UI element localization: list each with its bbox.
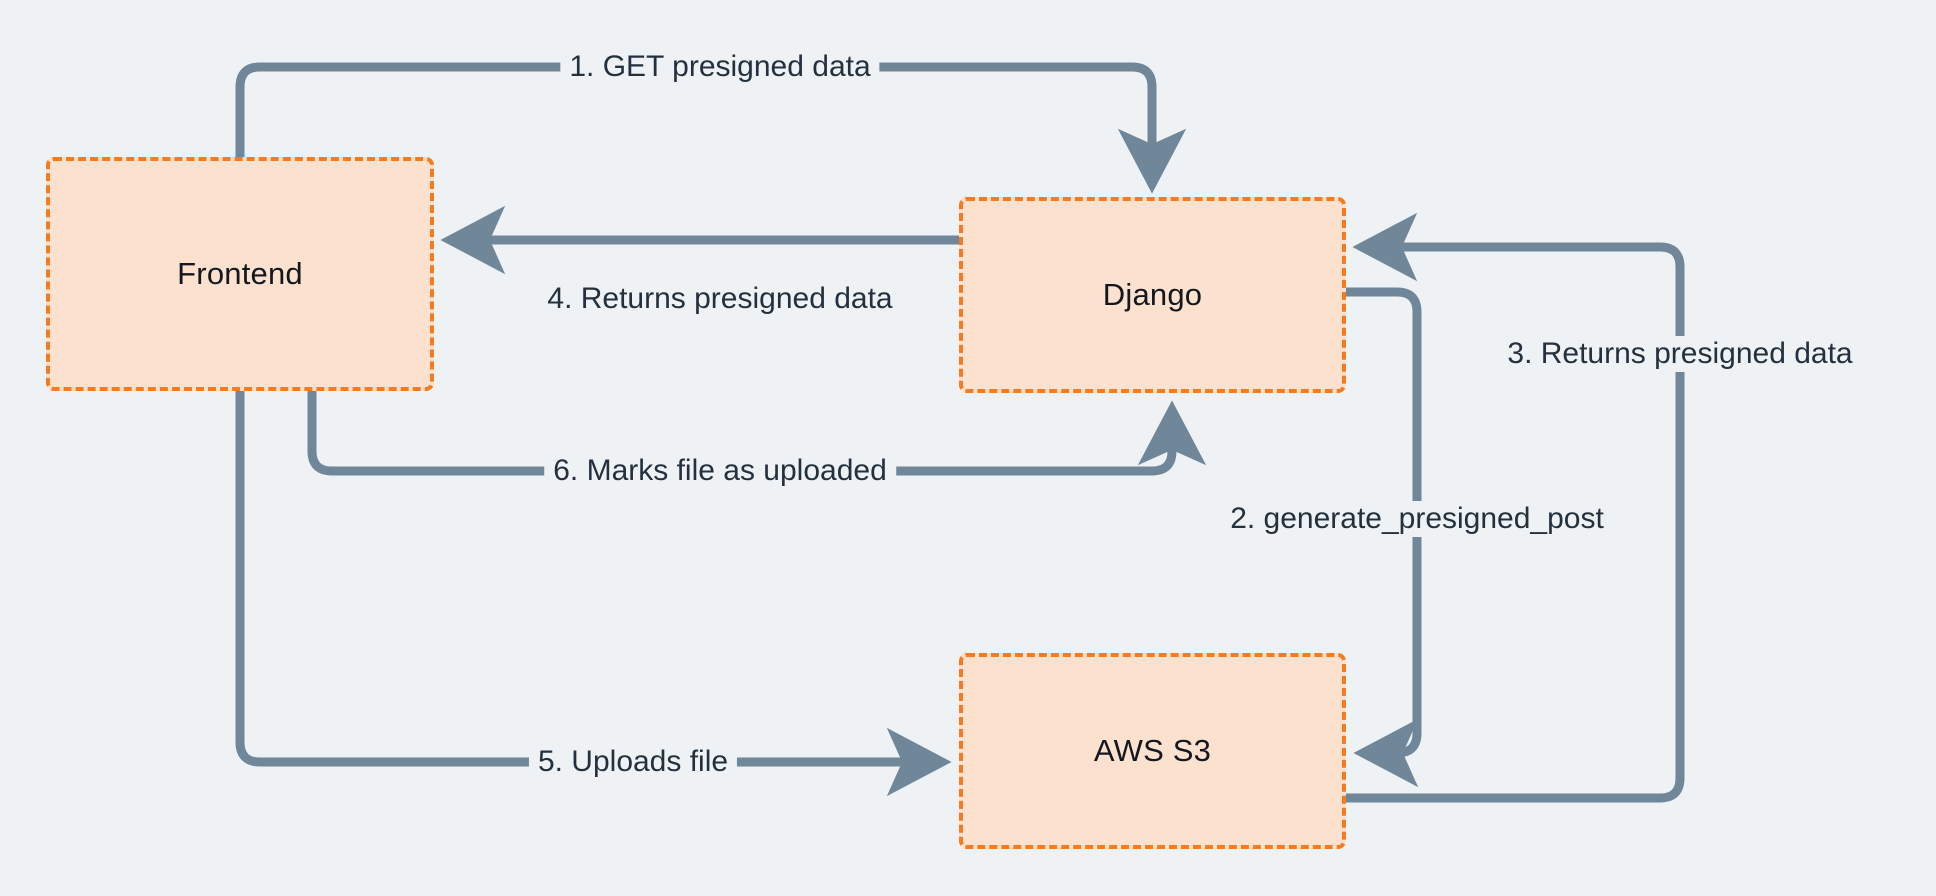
node-django[interactable]: Django (959, 197, 1346, 393)
edge-path-step3 (1341, 212, 1685, 803)
node-frontend-label: Frontend (177, 256, 303, 291)
edge-label-step6: 6. Marks file as uploaded (544, 453, 896, 489)
edge-path-step5 (235, 386, 952, 797)
edge-label-step1: 1. GET presigned data (560, 49, 880, 85)
node-frontend[interactable]: Frontend (46, 157, 434, 391)
node-aws-s3-label: AWS S3 (1093, 733, 1212, 768)
node-aws-s3[interactable]: AWS S3 (959, 653, 1346, 849)
edge-label-step3: 3. Returns presigned data (1498, 336, 1862, 372)
edge-label-step4: 4. Returns presigned data (538, 281, 902, 317)
edge-label-step5: 5. Uploads file (528, 744, 738, 780)
edge-label-step2: 2. generate_presigned_post (1221, 501, 1613, 537)
node-django-label: Django (1102, 277, 1203, 312)
